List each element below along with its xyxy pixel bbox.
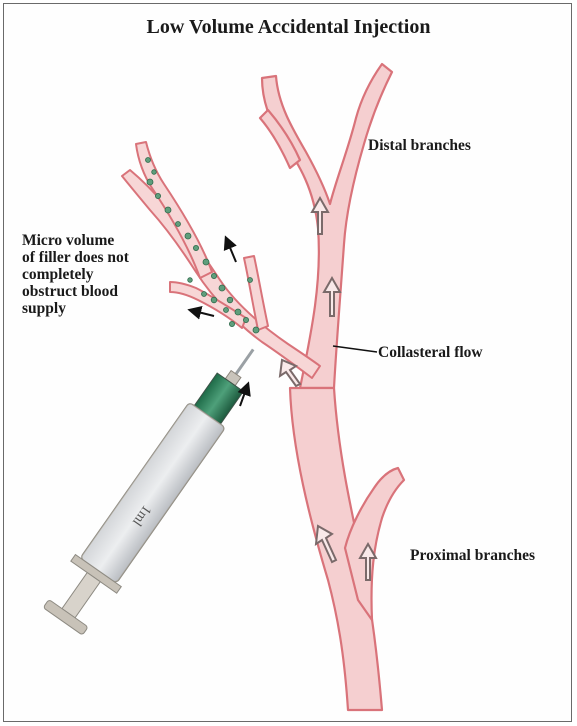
- label-distal-branches: Distal branches: [368, 137, 471, 154]
- needle: [235, 349, 255, 375]
- collateral-pointer: [333, 346, 377, 352]
- artery-trunk: [260, 64, 404, 710]
- micro-line-1: Micro volume: [22, 232, 182, 249]
- label-collateral-flow: Collasteral flow: [378, 344, 483, 361]
- micro-line-4: obstruct blood: [22, 283, 182, 300]
- micro-line-5: supply: [22, 300, 182, 317]
- label-micro-volume: Micro volume of filler does not complete…: [22, 232, 182, 317]
- micro-line-3: completely: [22, 266, 182, 283]
- micro-line-2: of filler does not: [22, 249, 182, 266]
- syringe: 1ml: [40, 333, 276, 637]
- label-proximal-branches: Proximal branches: [410, 547, 535, 564]
